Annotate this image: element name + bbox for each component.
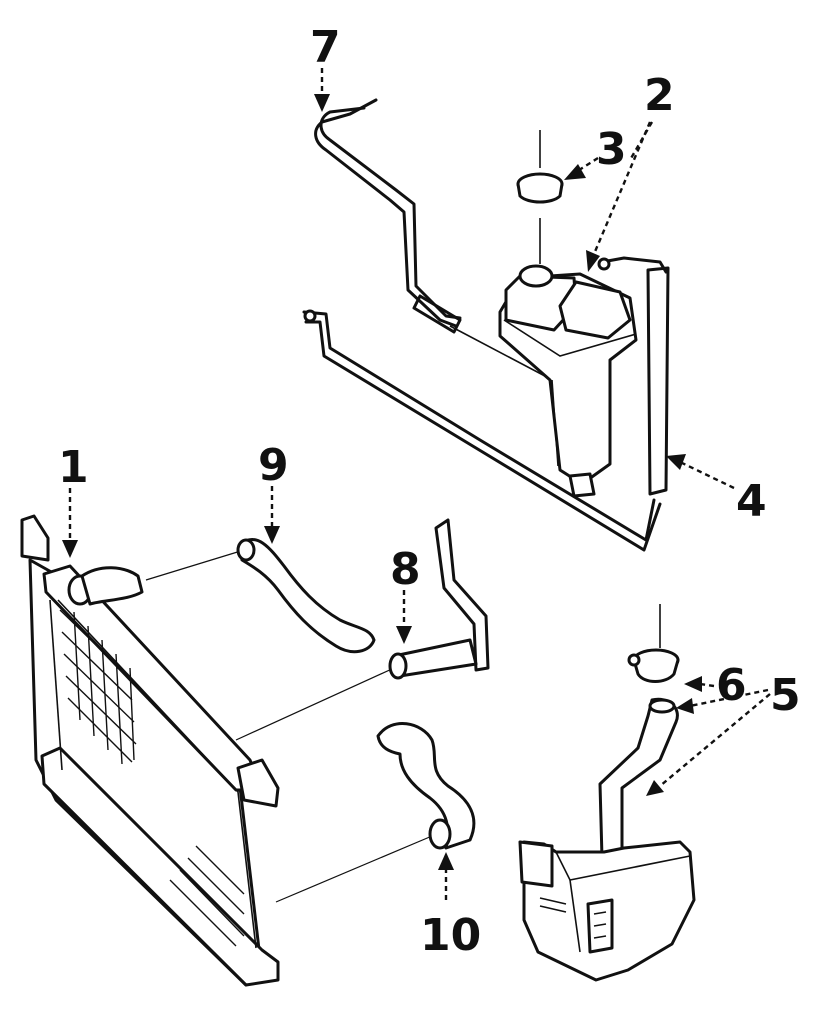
callout-leader-8: [396, 590, 412, 644]
callout-leader-4: [666, 454, 735, 490]
washer-cap: [627, 604, 680, 683]
radiator: [20, 514, 280, 987]
callout-leader-9: [264, 486, 280, 544]
guide-line: [275, 835, 433, 903]
callout-leader-10: [438, 852, 454, 900]
reservoir-cap: [516, 130, 564, 264]
callout-leader-1: [62, 488, 78, 558]
callout-number-7: 7: [310, 22, 341, 73]
callout-leader-3: [564, 156, 599, 180]
lower-radiator-hose: [376, 722, 476, 850]
reservoir-hose: [314, 98, 561, 385]
callout-number-2: 2: [644, 70, 675, 121]
overflow-tube: [302, 256, 670, 552]
coolant-reservoir: [498, 264, 638, 498]
guide-line: [145, 549, 245, 581]
callout-number-5: 5: [770, 670, 801, 721]
callout-number-9: 9: [258, 440, 289, 491]
guide-line: [235, 667, 395, 741]
callout-leader-6: [684, 676, 715, 692]
callout-leader-5: [646, 688, 771, 796]
upper-radiator-hose: [236, 538, 376, 654]
callout-number-3: 3: [596, 124, 627, 175]
callout-number-8: 8: [390, 544, 421, 595]
callout-number-1: 1: [58, 442, 89, 493]
washer-reservoir: [518, 697, 696, 982]
callout-leader-7: [314, 68, 330, 112]
callout-number-10: 10: [420, 910, 481, 961]
callout-number-6: 6: [716, 660, 747, 711]
callout-number-4: 4: [736, 476, 767, 527]
callout-leader-2: [586, 121, 654, 272]
heater-hose: [388, 518, 490, 680]
